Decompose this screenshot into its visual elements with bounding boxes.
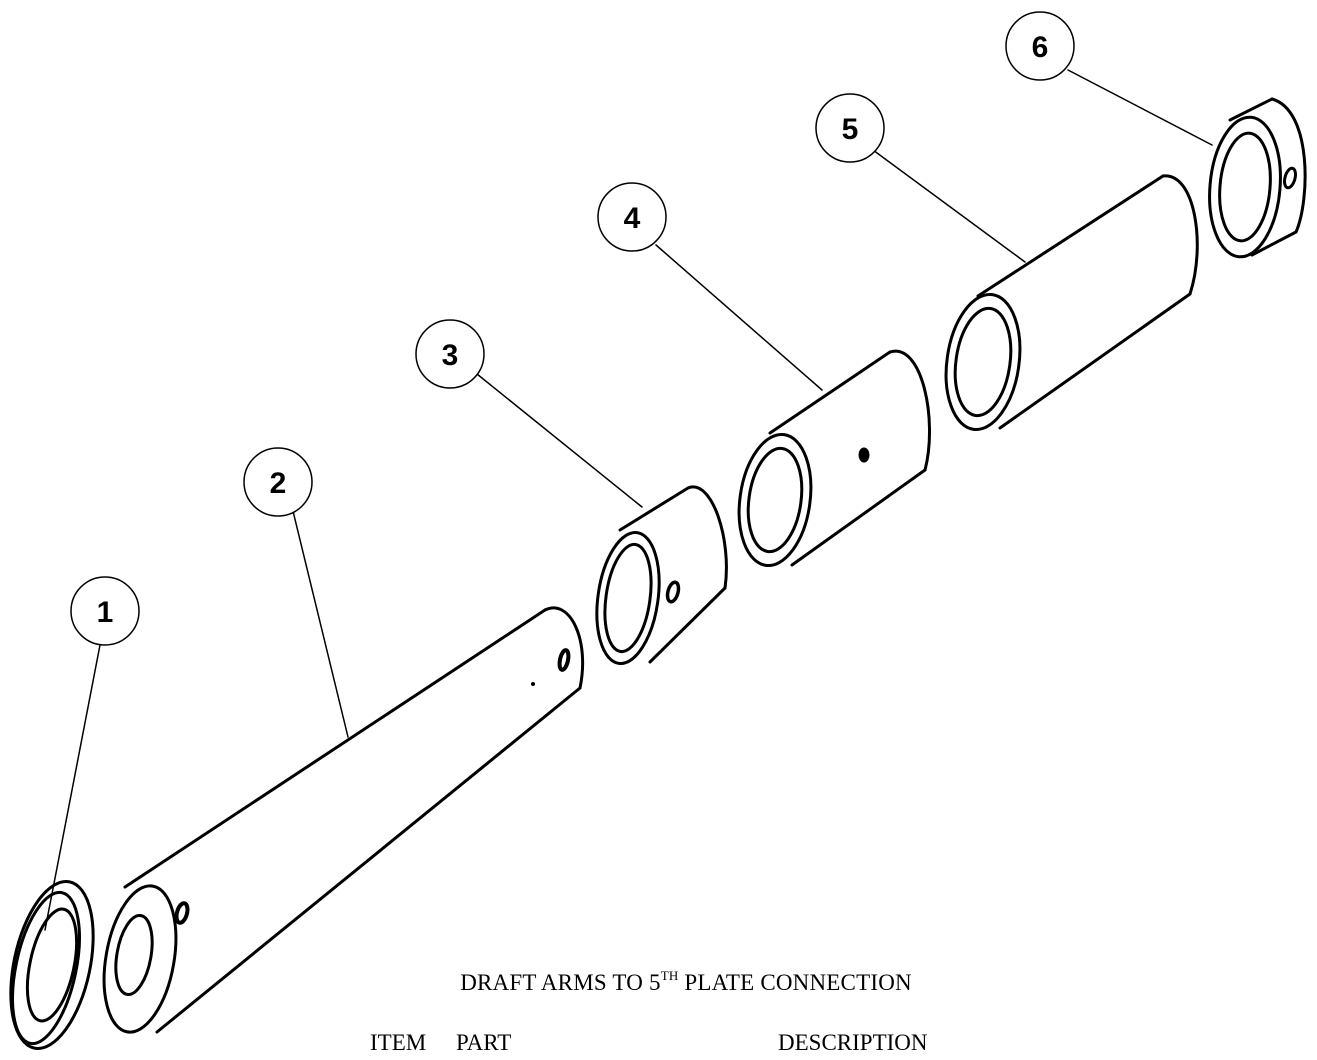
parts-table-header: ITEM PART DESCRIPTION <box>0 1030 1317 1060</box>
column-item: ITEM <box>370 1030 427 1055</box>
callout-number-1: 1 <box>97 596 114 629</box>
leader-lines <box>44 69 1213 931</box>
callout-number-5: 5 <box>842 113 859 146</box>
callout-circle-3 <box>415 319 485 389</box>
part-5-sleeve <box>944 174 1199 432</box>
callout-number-6: 6 <box>1032 31 1049 64</box>
callout-circle-2 <box>243 447 313 517</box>
callouts <box>70 11 1075 646</box>
leader-line-5 <box>872 149 1026 263</box>
title-rest: PLATE CONNECTION <box>678 970 912 995</box>
callout-circle-1 <box>70 576 140 646</box>
part-2-long-pin <box>102 606 585 1034</box>
leader-line-2 <box>291 506 349 738</box>
leader-line-1 <box>44 644 101 931</box>
diagram-title: DRAFT ARMS TO 5TH PLATE CONNECTION <box>0 968 1317 996</box>
leader-line-3 <box>476 373 643 508</box>
callout-circle-4 <box>597 182 667 252</box>
callout-number-2: 2 <box>270 467 287 500</box>
part-4-bushing <box>737 349 932 568</box>
column-description: DESCRIPTION <box>778 1030 928 1055</box>
part-1-washer <box>9 879 95 1051</box>
column-part: PART <box>456 1030 512 1055</box>
callout-number-4: 4 <box>624 202 641 235</box>
callout-circle-5 <box>815 93 885 163</box>
part-3-bushing <box>595 485 728 665</box>
callout-circle-6 <box>1005 11 1075 81</box>
title-main: DRAFT ARMS TO 5 <box>460 970 661 995</box>
leader-line-6 <box>1067 69 1213 146</box>
leader-line-4 <box>655 244 823 391</box>
part-6-collar <box>1208 97 1307 259</box>
callout-number-3: 3 <box>442 339 459 372</box>
title-superscript: TH <box>660 968 679 983</box>
